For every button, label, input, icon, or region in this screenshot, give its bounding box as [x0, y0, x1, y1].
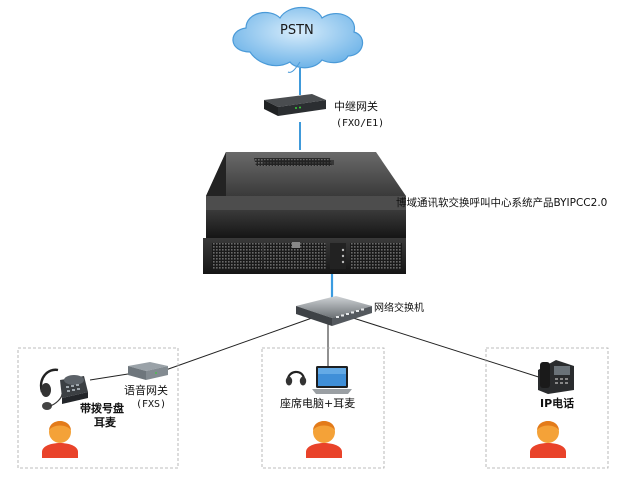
- voice-gateway-label: 语音网关: [124, 384, 168, 397]
- network-switch-icon: [296, 296, 372, 326]
- server-chassis-icon: [203, 152, 406, 274]
- headset-phone-label-line1: 带拨号盘: [80, 402, 124, 415]
- switch-to-voice-gateway-link: [159, 317, 313, 373]
- trunk-gateway-icon: [264, 94, 326, 116]
- station-zone-right: [485, 347, 609, 469]
- trunk-gateway-label: 中继网关: [334, 100, 378, 113]
- station-zone-left: [17, 347, 179, 469]
- laptop-headset-icon: [285, 366, 352, 394]
- agent-pc-label: 座席电脑+耳麦: [280, 397, 356, 410]
- headset-phone-label-line2: 耳麦: [94, 416, 116, 429]
- voice-gateway-type-label: (FXS): [136, 399, 167, 410]
- ip-phone-icon: [538, 360, 574, 394]
- voice-gateway-icon: [128, 362, 168, 380]
- switch-to-ip-phone-link: [349, 316, 549, 381]
- pstn-cloud-icon: [232, 6, 364, 73]
- switch-label: 网络交换机: [374, 303, 424, 314]
- pstn-label: PSTN: [280, 23, 314, 38]
- person-icon: [530, 421, 566, 458]
- server-product-label: 博域通讯软交换呼叫中心系统产品BYIPCC2.0: [396, 197, 608, 209]
- voice-gateway-to-phone-link: [89, 373, 129, 381]
- person-icon: [306, 421, 342, 458]
- ip-phone-label: IP电话: [540, 397, 575, 410]
- trunk-gateway-type-label: (FXO/E1): [336, 118, 385, 129]
- person-icon: [42, 421, 78, 458]
- station-zone-center: [261, 347, 385, 469]
- headset-phone-icon: [39, 368, 88, 410]
